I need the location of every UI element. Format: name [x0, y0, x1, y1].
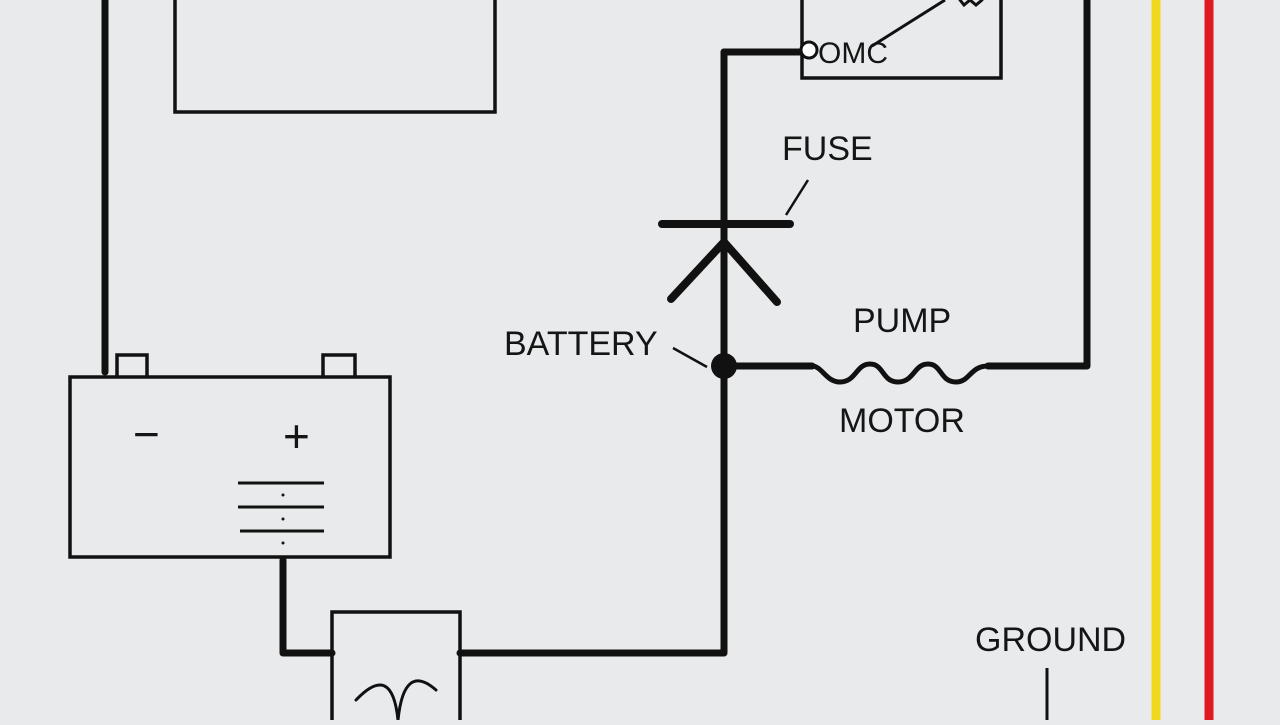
switch-box-outline [330, 610, 462, 720]
battery-cell-dot [281, 493, 285, 497]
battery-symbol: − + [68, 353, 392, 559]
switch-box [330, 610, 462, 721]
fuse-chevron [667, 238, 781, 306]
switch-symbol [354, 679, 438, 721]
bottom-wire-right [456, 368, 728, 657]
fuse-label: FUSE [782, 130, 873, 168]
fuse-symbol [658, 220, 794, 306]
ground-label: GROUND [975, 621, 1126, 659]
battery-terminal-negative [115, 353, 149, 377]
relay-switch-arm [871, 0, 946, 48]
motor-wire-right [984, 0, 1091, 370]
battery-cell-dot [281, 541, 285, 545]
battery-terminal-positive [321, 353, 357, 377]
battery-negative-label: − [133, 408, 160, 460]
relay-box-outline [800, 0, 1003, 80]
relay-terminal [799, 40, 819, 60]
battery-label: BATTERY [504, 325, 658, 363]
motor-label: MOTOR [839, 402, 965, 440]
battery-positive-label: + [283, 410, 310, 462]
pump-label: PUMP [853, 302, 951, 340]
relay-coil-fragment [958, 0, 984, 8]
battery-cell-dot [281, 517, 285, 521]
fuse-leader-line [784, 179, 810, 216]
battery-body [68, 375, 392, 559]
battery-leader-line [672, 346, 708, 369]
motor-coil [809, 361, 991, 385]
top-component-box [173, 0, 497, 114]
bottom-wire-left [279, 556, 336, 657]
relay-box: OMC [799, 0, 1003, 80]
